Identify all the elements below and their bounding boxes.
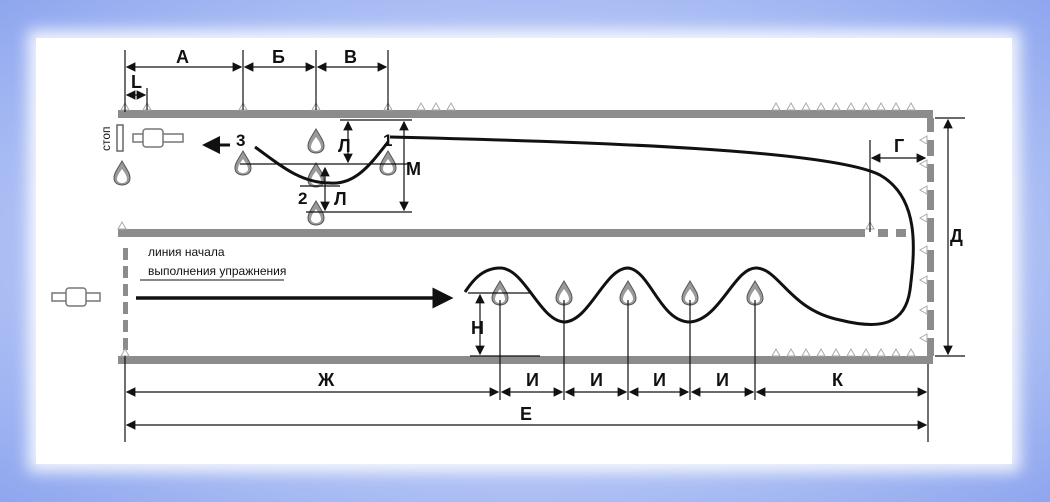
middle-boundary-dash-1 (878, 229, 888, 237)
label-v: В (344, 47, 357, 67)
stop-post (116, 124, 124, 152)
return-path (254, 141, 390, 185)
car-bottom-icon (51, 287, 101, 307)
start-line (123, 248, 128, 350)
start-line-label-1: линия начала (148, 245, 225, 259)
gate-number-1: 1 (383, 131, 392, 150)
top-boundary (118, 110, 933, 118)
label-d: Д (950, 226, 963, 246)
label-a: А (176, 47, 189, 67)
top-dimensions (124, 50, 389, 112)
middle-boundary-dash-2 (896, 229, 906, 237)
label-l-rus-2: Л (334, 189, 347, 209)
stop-label: стоп (99, 126, 113, 151)
label-n: Н (471, 318, 484, 338)
bottom-boundary (118, 356, 933, 364)
car-top-icon (132, 128, 184, 148)
label-i-4: И (716, 370, 729, 390)
label-g: Г (894, 136, 904, 156)
gate-number-2: 2 (298, 189, 307, 208)
label-i-2: И (590, 370, 603, 390)
main-path (389, 135, 915, 327)
bottom-dimensions (124, 300, 929, 442)
lane-lines (118, 110, 934, 364)
label-i-1: И (526, 370, 539, 390)
label-zh: Ж (317, 370, 335, 390)
label-e: Е (520, 404, 532, 424)
gate-number-3: 3 (236, 131, 245, 150)
right-wall (927, 118, 934, 356)
upper-lane-dimensions (240, 119, 412, 213)
label-b: Б (272, 47, 285, 67)
start-line-label-2: выполнения упражнения (148, 264, 286, 278)
cone-upper-mid (307, 128, 325, 154)
label-m: М (406, 159, 421, 179)
g-dimension (869, 140, 927, 232)
n-dimension (468, 292, 540, 357)
label-k: К (832, 370, 844, 390)
label-i-3: И (653, 370, 666, 390)
cone-stop (113, 160, 131, 186)
cone-3 (234, 150, 252, 176)
cone-1 (379, 150, 397, 176)
label-l-rus: Л (338, 136, 351, 156)
middle-boundary (118, 229, 865, 237)
label-l: L (131, 72, 142, 92)
wall-triangles (918, 135, 928, 343)
cone-2-bottom (307, 200, 325, 226)
d-dimension (935, 117, 965, 357)
